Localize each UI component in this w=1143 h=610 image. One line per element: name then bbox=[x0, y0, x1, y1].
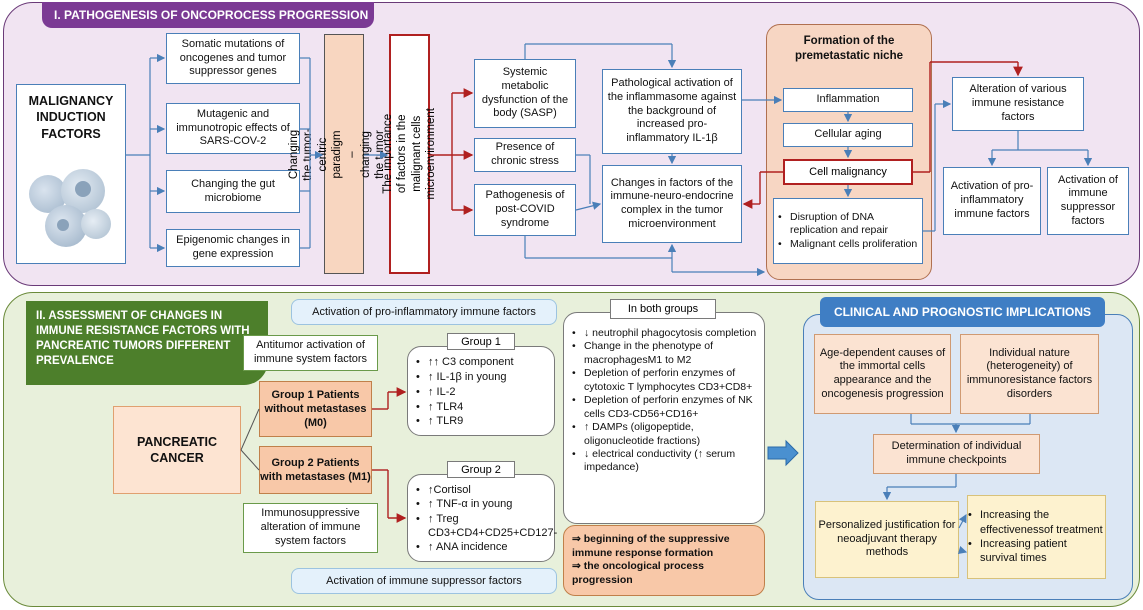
chronic-stress: Presence of chronic stress bbox=[474, 138, 576, 172]
both-groups-panel: ↓ neutrophil phagocytosis completion Cha… bbox=[563, 312, 765, 524]
label-act-pro: Activation of pro-inflammatory immune fa… bbox=[291, 299, 557, 325]
cells-image bbox=[23, 161, 119, 257]
malignancy-induction-box: MALIGNANCY INDUCTION FACTORS bbox=[16, 84, 126, 264]
group1-item: ↑ IL-2 bbox=[416, 385, 514, 400]
activation-pro-box: Activation of pro-inflammatory immune fa… bbox=[943, 167, 1041, 235]
both-item: ↑ DAMPs (oligopeptide, oligonucleotide f… bbox=[572, 421, 762, 448]
group2-box: Group 2 Patients with metastases (M1) bbox=[259, 446, 372, 494]
both-item: Change in the phenotype of macrophagesM1… bbox=[572, 340, 762, 367]
age-dependent-box: Age-dependent causes of the immortal cel… bbox=[814, 334, 951, 414]
cellular-aging-box: Cellular aging bbox=[783, 123, 913, 147]
personalized-box: Personalized justification for neoadjuva… bbox=[815, 501, 959, 578]
cell-malignancy-box: Cell malignancy bbox=[783, 159, 913, 185]
bullet-proliferation: Malignant cells proliferation bbox=[778, 238, 918, 252]
conclusion-suppressive: ⇒ beginning of the suppressive immune re… bbox=[572, 533, 730, 559]
conclusion-box: ⇒ beginning of the suppressive immune re… bbox=[563, 525, 765, 596]
section1-header: I. PATHOGENESIS OF ONCOPROCESS PROGRESSI… bbox=[42, 2, 374, 28]
bullet-dna: Disruption of DNA replication and repair bbox=[778, 211, 918, 238]
outcomes-list: Increasing the effectivenessof treatment… bbox=[968, 508, 1105, 565]
group2-item: ↑ Treg CD3+CD4+CD25+CD127- bbox=[416, 512, 557, 541]
group2-title: Group 2 bbox=[447, 461, 515, 478]
factor-gut-microbiome: Changing the gut microbiome bbox=[166, 170, 300, 213]
group1-item: ↑ IL-1β in young bbox=[416, 370, 514, 385]
alteration-box: Alteration of various immune resistance … bbox=[952, 77, 1084, 131]
immune-neuro-endocrine: Changes in factors of the immune-neuro-e… bbox=[602, 165, 742, 243]
both-groups-title: In both groups bbox=[610, 299, 716, 319]
post-covid: Pathogenesis of post-COVID syndrome bbox=[474, 184, 576, 236]
conclusion-progression: ⇒ the oncological process progression bbox=[572, 560, 704, 586]
both-item: Depletion of perforin enzymes of NK cell… bbox=[572, 394, 762, 421]
group2-item: ↑Cortisol bbox=[416, 483, 557, 498]
group2-item: ↑ ANA incidence bbox=[416, 540, 557, 555]
both-item: ↓ electrical conductivity (↑ serum imped… bbox=[572, 448, 762, 475]
group2-panel: ↑Cortisol ↑ TNF-α in young ↑ Treg CD3+CD… bbox=[407, 474, 557, 562]
inflammation-box: Inflammation bbox=[783, 88, 913, 112]
factor-somatic-mutations: Somatic mutations of oncogenes and tumor… bbox=[166, 33, 300, 84]
group1-item: ↑↑ C3 component bbox=[416, 355, 514, 370]
inflammasome-activation: Pathological activation of the inflammas… bbox=[602, 69, 742, 154]
antitumor-box: Antitumor activation of immune system fa… bbox=[243, 335, 378, 371]
checkpoints-box: Determination of individual immune check… bbox=[873, 434, 1040, 474]
importance-box: The importance of factors in the maligna… bbox=[382, 34, 437, 274]
outcome-item: Increasing the effectivenessof treatment bbox=[968, 508, 1105, 537]
immunosuppressive-box: Immunosuppressive alteration of immune s… bbox=[243, 503, 378, 553]
activation-supp-box: Activation of immune suppressor factors bbox=[1047, 167, 1129, 235]
outcome-item: Increasing patient survival times bbox=[968, 537, 1105, 566]
both-item: ↓ neutrophil phagocytosis completion bbox=[572, 327, 762, 341]
pancreatic-cancer: PANCREATIC CANCER bbox=[113, 406, 241, 494]
group2-list: ↑Cortisol ↑ TNF-α in young ↑ Treg CD3+CD… bbox=[416, 483, 557, 555]
factor-epigenomic: Epigenomic changes in gene expression bbox=[166, 229, 300, 267]
label-act-supp: Activation of immune suppressor factors bbox=[291, 568, 557, 594]
malignancy-title: MALIGNANCY INDUCTION FACTORS bbox=[28, 94, 114, 141]
group1-item: ↑ TLR4 bbox=[416, 400, 514, 415]
niche-bullets-box: Disruption of DNA replication and repair… bbox=[773, 198, 923, 264]
group1-panel: ↑↑ C3 component ↑ IL-1β in young ↑ IL-2 … bbox=[407, 346, 555, 436]
section2-header: II. ASSESSMENT OF CHANGES IN IMMUNE RESI… bbox=[26, 301, 268, 385]
systemic-dysfunction: Systemic metabolic dysfunction of the bo… bbox=[474, 59, 576, 128]
both-groups-list: ↓ neutrophil phagocytosis completion Cha… bbox=[572, 327, 762, 475]
outcomes-box: Increasing the effectivenessof treatment… bbox=[967, 495, 1106, 579]
paradigm-box: Changing the tumor-centric paradigm – ch… bbox=[288, 34, 400, 274]
group2-item: ↑ TNF-α in young bbox=[416, 497, 557, 512]
niche-title: Formation of the premetastatic niche bbox=[794, 35, 903, 62]
group1-title: Group 1 bbox=[447, 333, 515, 350]
factor-sars-cov-2: Mutagenic and immunotropic effects of SA… bbox=[166, 103, 300, 154]
niche-bullets: Disruption of DNA replication and repair… bbox=[778, 211, 918, 252]
individual-nature-box: Individual nature (heterogeneity) of imm… bbox=[960, 334, 1099, 414]
group1-box: Group 1 Patients without metastases (M0) bbox=[259, 381, 372, 437]
both-item: Depletion of perforin enzymes of cytotox… bbox=[572, 367, 762, 394]
group1-item: ↑ TLR9 bbox=[416, 414, 514, 429]
clinical-header: CLINICAL AND PROGNOSTIC IMPLICATIONS bbox=[820, 297, 1105, 327]
group1-list: ↑↑ C3 component ↑ IL-1β in young ↑ IL-2 … bbox=[416, 355, 514, 429]
